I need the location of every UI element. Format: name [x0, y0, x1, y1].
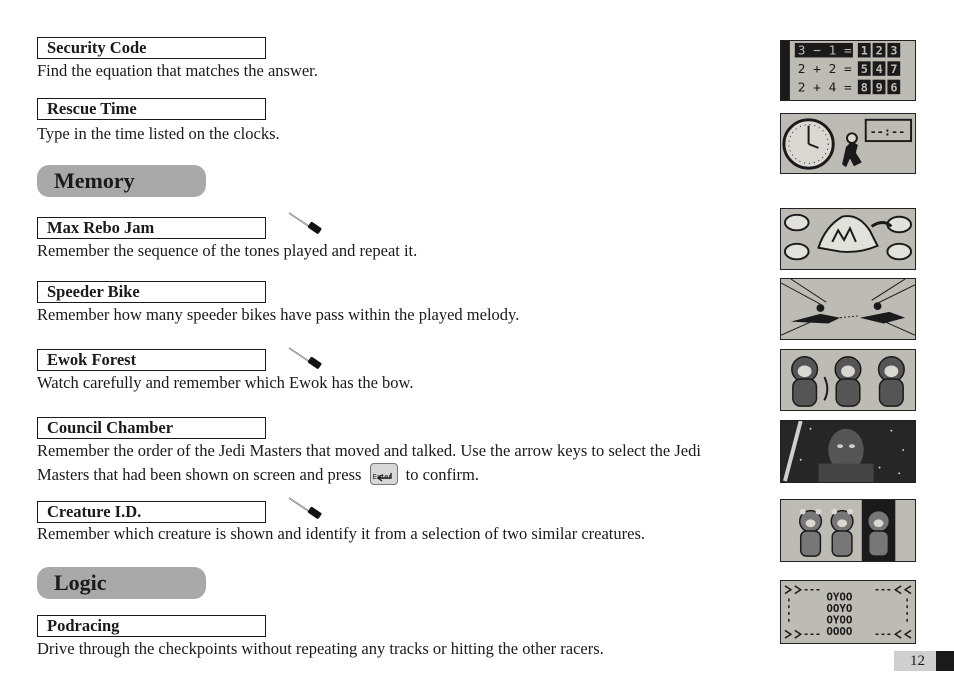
choice-digit: 4: [876, 62, 883, 76]
rescue-time-screenshot: --:--: [780, 113, 916, 174]
podracing-grid-row: OOOO: [826, 625, 852, 638]
game-title-council-chamber: Council Chamber: [37, 417, 266, 439]
equation-text: 2 + 2 =: [798, 61, 852, 76]
lightsaber-icon: [288, 212, 322, 234]
choice-digit: 5: [861, 62, 868, 76]
game-description-podracing: Drive through the checkpoints without re…: [37, 639, 604, 658]
enter-key-label: Enter: [372, 473, 392, 481]
page-tab-marker: [936, 651, 954, 671]
equation-text: 3 − 1 =: [798, 43, 852, 58]
time-display: --:--: [870, 124, 906, 138]
choice-digit: 3: [890, 44, 897, 58]
security-code-screenshot: 3 − 1 = 2 + 2 = 2 + 4 = 1 2 3 5 4 7 8 9 …: [780, 40, 916, 101]
speeder-bike-screenshot: [780, 278, 916, 340]
choice-digit: 6: [890, 80, 897, 94]
game-title-creature-id: Creature I.D.: [37, 501, 266, 523]
max-rebo-jam-screenshot: [780, 208, 916, 270]
game-description-max-rebo-jam: Remember the sequence of the tones playe…: [37, 241, 418, 260]
section-heading-logic: Logic: [37, 567, 206, 599]
lightsaber-icon: [288, 347, 322, 369]
choice-digit: 7: [890, 62, 897, 76]
game-description-speeder-bike: Remember how many speeder bikes have pas…: [37, 305, 520, 324]
council-chamber-screenshot: [780, 420, 916, 483]
lightsaber-icon: [288, 497, 322, 519]
podracing-grid-row: OOYO: [826, 602, 852, 615]
description-text: to confirm.: [405, 465, 479, 484]
podracing-grid-row: OYOO: [826, 614, 852, 627]
podracing-grid-row: OYOO: [826, 590, 852, 603]
game-description-creature-id: Remember which creature is shown and ide…: [37, 524, 646, 543]
choice-digit: 2: [876, 44, 883, 58]
game-title-security-code: Security Code: [37, 37, 266, 59]
game-title-speeder-bike: Speeder Bike: [37, 281, 266, 303]
game-description-rescue-time: Type in the time listed on the clocks.: [37, 124, 280, 143]
equation-text: 2 + 4 =: [798, 79, 852, 94]
choice-digit: 1: [861, 44, 868, 58]
choice-digit: 9: [876, 80, 883, 94]
creature-id-screenshot: [780, 499, 916, 562]
choice-digit: 8: [861, 80, 868, 94]
ewok-forest-screenshot: [780, 349, 916, 411]
game-title-ewok-forest: Ewok Forest: [37, 349, 266, 371]
description-text: Remember the order of the Jedi Masters t…: [37, 441, 701, 484]
podracing-screenshot: OYOO OOYO OYOO OOOO: [780, 580, 916, 644]
enter-key-icon: Enter: [369, 463, 398, 485]
section-heading-memory: Memory: [37, 165, 206, 197]
game-description-security-code: Find the equation that matches the answe…: [37, 61, 318, 80]
game-title-max-rebo-jam: Max Rebo Jam: [37, 217, 266, 239]
game-title-podracing: Podracing: [37, 615, 266, 637]
game-description-council-chamber: Remember the order of the Jedi Masters t…: [37, 439, 737, 487]
game-description-ewok-forest: Watch carefully and remember which Ewok …: [37, 373, 414, 392]
game-title-rescue-time: Rescue Time: [37, 98, 266, 120]
